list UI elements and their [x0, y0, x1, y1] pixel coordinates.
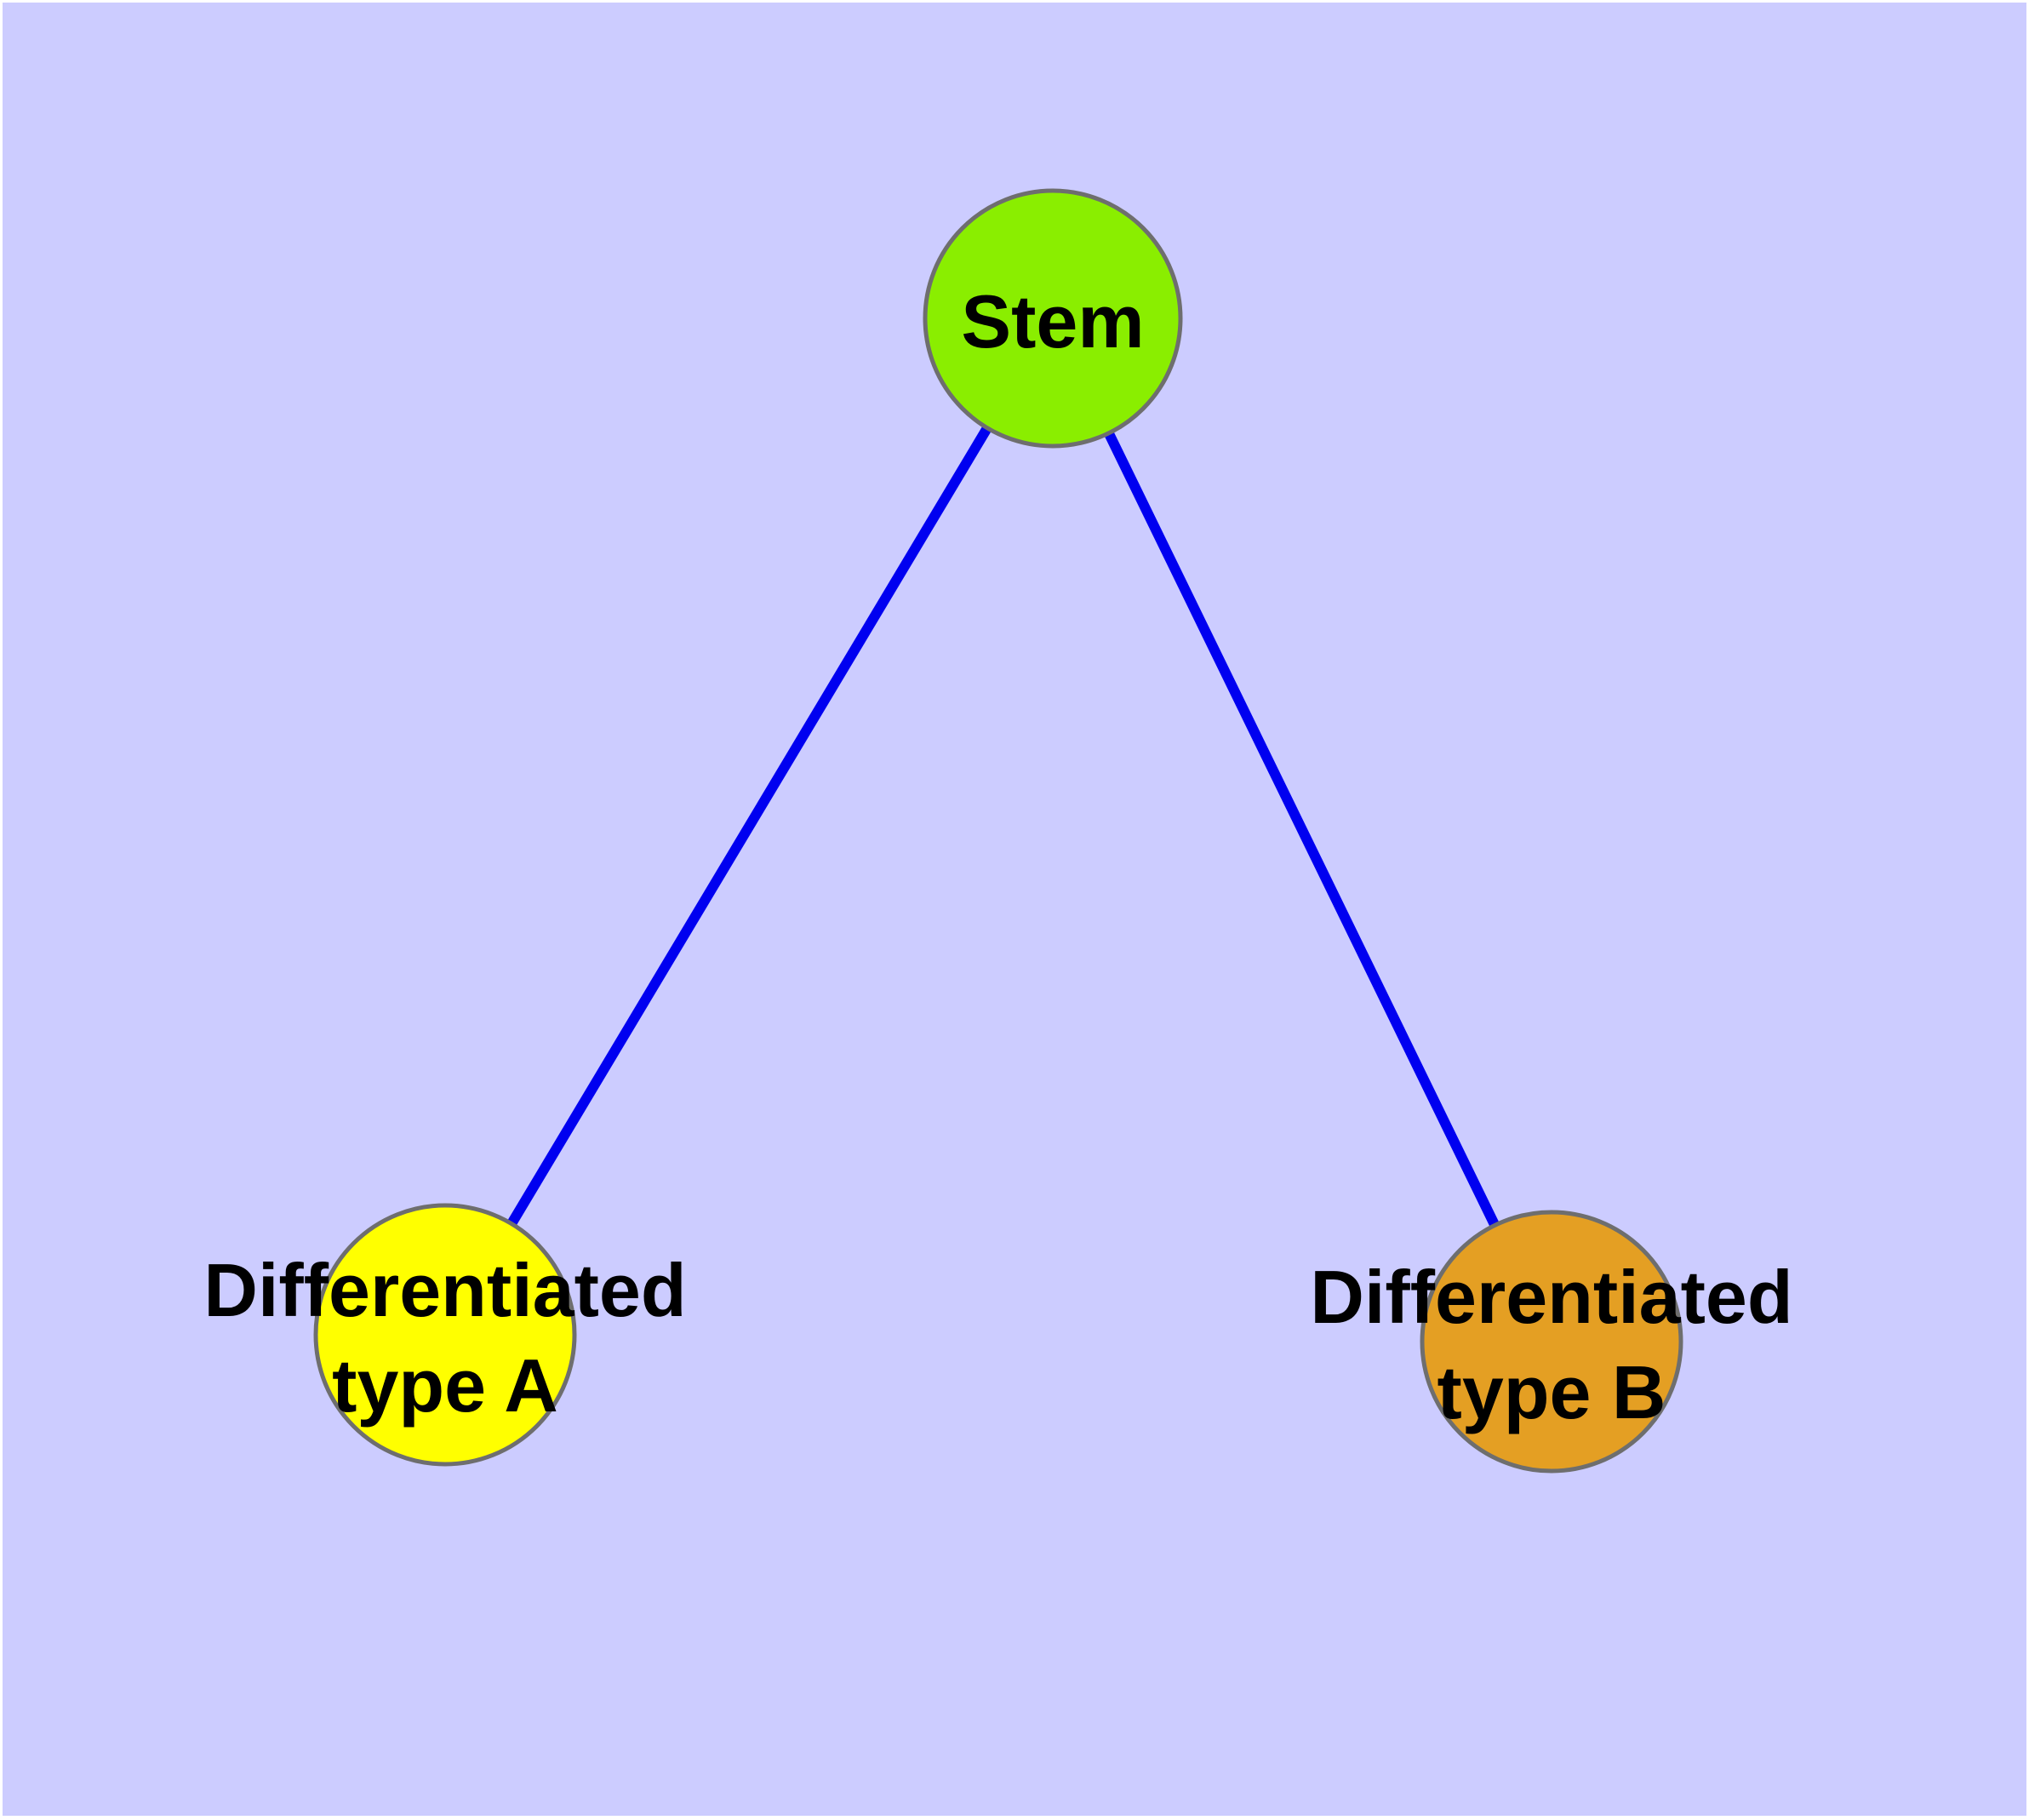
- node-label-stem-line-1: Stem: [961, 279, 1144, 363]
- node-layer: [313, 188, 1683, 1474]
- edge-layer: [440, 315, 1557, 1344]
- node-circle-differentiated-type-a: [313, 1203, 577, 1467]
- node-label-differentiated-type-a-line-2: type A: [332, 1343, 558, 1428]
- node-label-differentiated-type-b-line-2: type B: [1437, 1350, 1666, 1434]
- edge-stem-to-differentiated-type-b: [1048, 316, 1557, 1344]
- node-label-differentiated-type-a-line-1: Differentiated: [203, 1248, 686, 1332]
- node-circle-stem: [923, 188, 1183, 449]
- node-label-differentiated-type-b-line-1: Differentiated: [1310, 1255, 1792, 1339]
- edge-stem-to-differentiated-type-a: [440, 315, 1058, 1338]
- node-circle-differentiated-type-b: [1420, 1210, 1683, 1474]
